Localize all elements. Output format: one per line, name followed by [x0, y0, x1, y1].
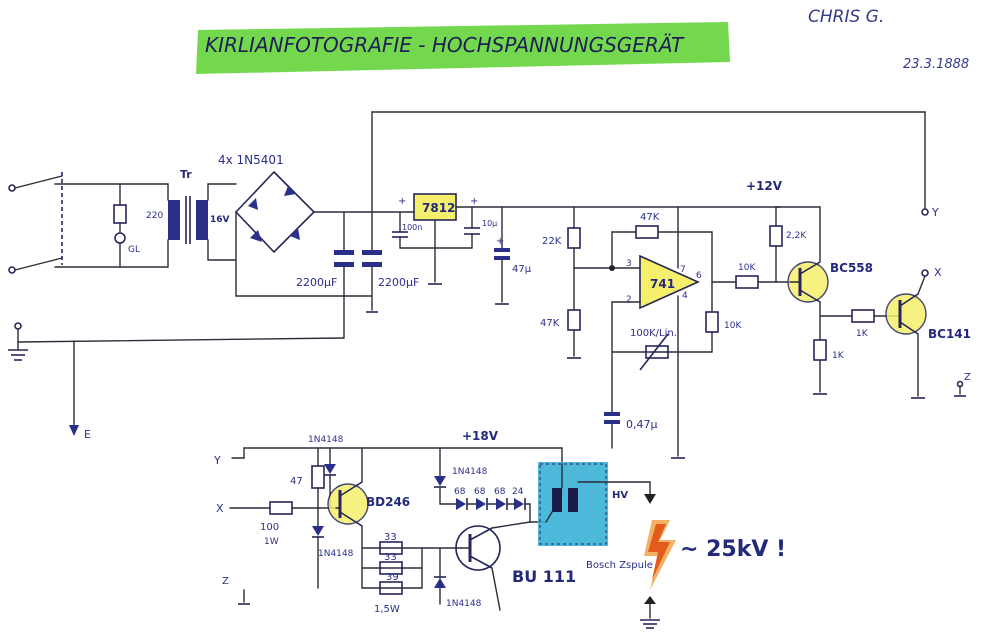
label-x-top: X	[934, 266, 942, 279]
label-coil: Bosch Zspule	[586, 560, 653, 571]
label-1n4148-a: 1N4148	[308, 435, 344, 445]
transformer	[168, 196, 208, 244]
label-opamp: 741	[650, 277, 675, 291]
label-z24: 24	[512, 487, 524, 497]
regulator-7812	[413, 193, 457, 221]
label-pin6: 6	[696, 271, 702, 281]
label-z68b: 68	[474, 487, 486, 497]
label-cap-10u: 10μ	[482, 219, 497, 228]
label-r1k-b: 1K	[832, 351, 845, 361]
label-pin2: 2	[626, 295, 632, 305]
transistor-bu111	[455, 525, 501, 571]
opamp-741	[639, 254, 700, 310]
label-pin7: 7	[680, 265, 686, 275]
earth-ground-icon	[8, 322, 28, 361]
label-bc141: BC141	[928, 327, 971, 341]
label-pin3: 3	[626, 259, 632, 269]
label-cap-2200a: 2200μF	[296, 276, 337, 289]
label-r47: 47	[290, 476, 303, 487]
label-r1k-a: 1K	[856, 329, 869, 339]
lamp-icon	[114, 232, 126, 244]
date-text: 23.3.1888	[903, 57, 969, 72]
label-plus2: +	[470, 196, 478, 207]
label-x-bot: X	[216, 502, 224, 515]
label-r33b: 33	[384, 552, 397, 563]
label-pin4: 4	[682, 291, 688, 301]
label-cap-47u: 47μ	[512, 264, 532, 275]
label-gl: GL	[128, 245, 140, 255]
label-1n4148-b: 1N4148	[318, 549, 354, 559]
label-bc558: BC558	[830, 261, 873, 275]
label-r100: 100	[260, 522, 279, 533]
label-r39: 39	[386, 572, 399, 583]
label-z-bot: Z	[222, 576, 229, 587]
label-reg: 7812	[422, 201, 455, 215]
label-z-top: Z	[964, 372, 971, 383]
label-kv: ~ 25kV !	[680, 537, 786, 562]
label-pot: 100K/Lin.	[630, 328, 677, 339]
label-16v: 16V	[210, 215, 230, 225]
label-r22k: 22K	[542, 236, 562, 247]
label-bridge: 4x 1N5401	[218, 153, 284, 167]
label-r47k-left: 47K	[540, 318, 560, 329]
title-highlight	[196, 22, 730, 74]
label-plus18: +18V	[462, 429, 499, 443]
label-220: 220	[146, 211, 163, 221]
label-plus3: +	[496, 236, 504, 247]
label-r100w: 1W	[264, 537, 279, 547]
label-1n4148-c: 1N4148	[452, 467, 488, 477]
mains-switch	[8, 172, 63, 274]
label-tr: Tr	[180, 168, 192, 181]
potentiometer	[645, 345, 669, 359]
label-e: E	[84, 428, 91, 441]
label-y-bot: Y	[213, 454, 221, 467]
label-r22k-b: 2,2K	[786, 231, 807, 241]
label-cap-2200b: 2200μF	[378, 276, 419, 289]
label-hv: HV	[612, 490, 628, 501]
label-1n4148-d: 1N4148	[446, 599, 482, 609]
label-r33a: 33	[384, 532, 397, 543]
label-z68c: 68	[494, 487, 506, 497]
label-z68a: 68	[454, 487, 466, 497]
title-text: KIRLIANFOTOGRAFIE - HOCHSPANNUNGSGERÄT	[205, 33, 685, 57]
transistor-bc558	[787, 261, 829, 303]
bridge-rectifier	[234, 170, 316, 254]
label-r10k-a: 10K	[738, 263, 756, 273]
label-bd246: BD246	[366, 495, 410, 509]
label-y-top: Y	[931, 206, 939, 219]
transistor-bc141	[885, 293, 927, 335]
label-r15w: 1,5W	[374, 604, 400, 615]
cap-2200b	[362, 211, 382, 313]
label-r47k-top: 47K	[640, 212, 660, 223]
label-r10k-b: 10K	[724, 321, 742, 331]
cap-2200a	[334, 211, 354, 339]
transistor-bd246	[327, 483, 369, 525]
label-plus1: +	[398, 196, 406, 207]
label-cap-047: 0,47μ	[626, 418, 658, 431]
author-text: CHRIS G.	[808, 7, 884, 27]
label-plus12: +12V	[746, 179, 783, 193]
label-cap-100n: 100n	[402, 223, 422, 232]
label-bu111: BU 111	[512, 567, 576, 586]
